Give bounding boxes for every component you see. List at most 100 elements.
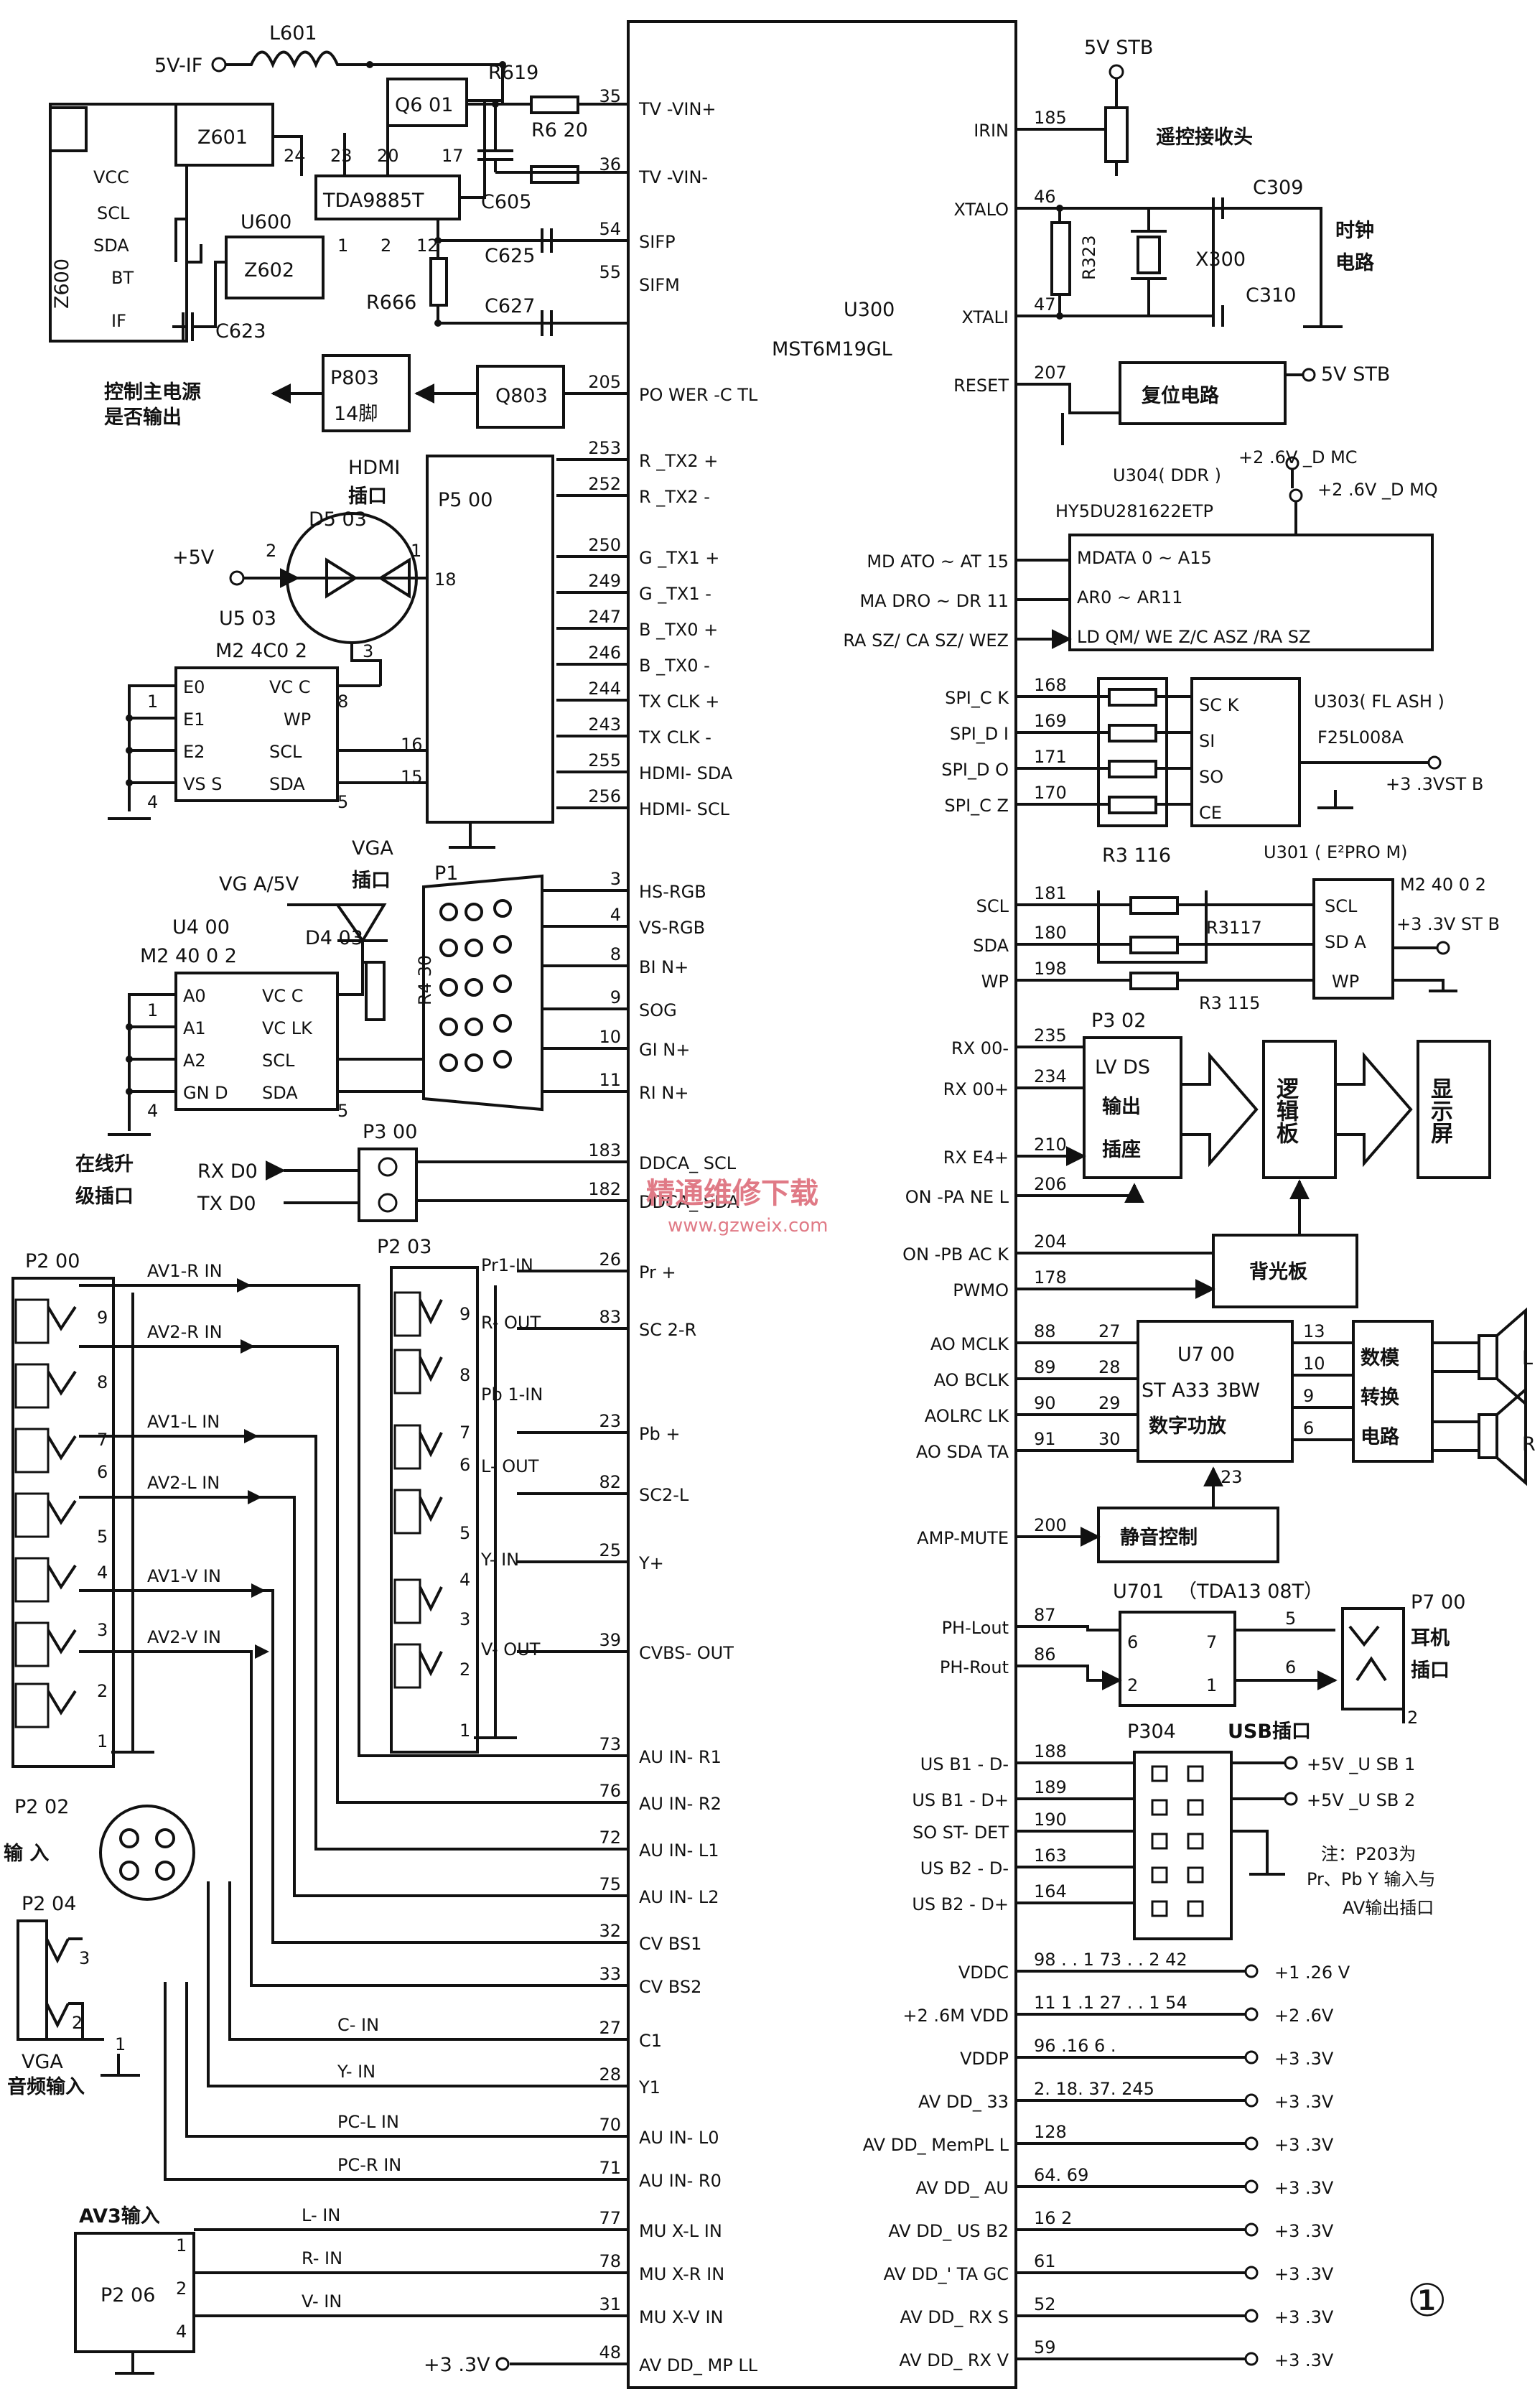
amp-pin-30: 30 (1098, 1429, 1121, 1449)
amp-part: ST A33 3BW (1142, 1379, 1260, 1402)
right-pin-name-11: SCL (976, 896, 1009, 916)
p202-svideo-connector (99, 1805, 195, 1901)
note-line-2: Pr、Pb Y 输入与 (1307, 1869, 1436, 1889)
backlight-ctrl (1016, 1252, 1213, 1289)
left-pin-num-78: 78 (599, 2251, 621, 2271)
right-pin-num-47: 47 (1034, 294, 1056, 315)
flash-chip (1190, 677, 1301, 827)
speaker-right-body (1478, 1413, 1498, 1459)
right-pin-num-88: 88 (1034, 1321, 1056, 1341)
p204-label: P2 04 (22, 1893, 76, 1915)
power-rail-6: +3 .3V (1274, 2221, 1334, 2241)
left-pin-num-10: 10 (599, 1027, 621, 1047)
power-pin-list-1: 11 1 .1 27 . . 1 54 (1034, 1993, 1187, 2013)
right-pin-name-7: SPI_C K (945, 688, 1009, 708)
c310-cap (1212, 305, 1224, 327)
lvds-label-1: LV DS (1095, 1056, 1150, 1079)
watermark-text: 精通维修下载 (646, 1177, 818, 1210)
z602-label: Z602 (244, 259, 294, 281)
z601-block (174, 103, 274, 167)
left-pin-name-72: AU IN- L1 (639, 1840, 719, 1861)
right-pin-name-25: PH-Lout (942, 1618, 1009, 1638)
left-pin-num-83: 83 (599, 1307, 621, 1327)
power-pin-name-8: AV DD_ RX S (900, 2307, 1009, 2327)
main-ic-part: MST6M19GL (772, 338, 892, 360)
r666 (429, 257, 448, 307)
speaker-l-label: L (1522, 1347, 1533, 1369)
ir-wires (1016, 78, 1118, 131)
clock-block: R323 X300 C309 C310 时钟 电路 (1016, 177, 1375, 328)
headphone-block: U701 （TDA13 08T） 6 7 2 1 5 6 2 P7 00 耳机 … (1016, 1581, 1465, 1728)
power-pin-list-5: 64. 69 (1034, 2165, 1088, 2185)
p200-pin-7: 7 (97, 1430, 108, 1450)
left-pin-num-249: 249 (588, 571, 621, 591)
r619 (530, 96, 579, 114)
hp-pin-2: 2 (1127, 1675, 1138, 1695)
upgrade-label-1: 在线升 (75, 1153, 134, 1176)
right-pin-name-17: ON -PA NE L (905, 1187, 1009, 1207)
d503-pin-18: 18 (434, 569, 457, 590)
jack-pin-2: 2 (1407, 1708, 1418, 1728)
inductor-l601 (225, 50, 504, 101)
jack-label-1: 耳机 (1411, 1627, 1450, 1649)
p203-signal-5: V- OUT (481, 1639, 541, 1659)
vga-connector-pins (439, 899, 512, 1072)
left-pin-num-54: 54 (599, 219, 621, 239)
ic-pin-12: 12 (416, 236, 439, 256)
rx-label: RX D0 (197, 1160, 258, 1183)
display-label: 显示屏 (1427, 1077, 1453, 1145)
left-pin-name-249: G _TX1 - (639, 584, 711, 604)
amp-pin-6: 6 (1303, 1418, 1314, 1438)
flash-part: F25L008A (1317, 727, 1404, 748)
inductor-label: L601 (269, 22, 317, 45)
amp-pin-23: 23 (1221, 1467, 1243, 1487)
u701-part: （TDA13 08T） (1177, 1581, 1323, 1603)
ic-pin-17: 17 (442, 146, 464, 166)
power-pin-list-2: 96 .16 6 . (1034, 2036, 1116, 2056)
right-pin-num-46: 46 (1034, 187, 1056, 207)
hdmi-conn-16: 15 (401, 767, 423, 787)
hdmi-conn-ground (449, 822, 495, 849)
vga-eeprom-label: M2 40 0 2 (140, 945, 237, 967)
power-rail-5: +3 .3V (1274, 2178, 1334, 2198)
right-pin-num-163: 163 (1034, 1845, 1067, 1866)
r620 (530, 165, 579, 184)
left-pin-num-77: 77 (599, 2208, 621, 2228)
power-pin-list-4: 128 (1034, 2122, 1067, 2142)
speaker-left-body (1478, 1334, 1498, 1380)
hdmi-eeprom-e2: E2 (183, 742, 205, 762)
hdmi-ddc-wires (337, 643, 427, 784)
hp-pin-1: 1 (1206, 1675, 1217, 1695)
vga-eeprom-vclk: VC LK (262, 1018, 313, 1038)
c309-label: C309 (1253, 177, 1303, 199)
right-pin-num-204: 204 (1034, 1232, 1067, 1252)
main-ic-body (627, 20, 1017, 2389)
avdd-mpll-rail: +3 .3V (424, 2354, 490, 2376)
ddr-chip (1068, 534, 1434, 651)
z600-pin-sda: SDA (93, 236, 129, 256)
c623-cap (172, 261, 226, 341)
lvds-arrow (1181, 1051, 1259, 1168)
dac-label-2: 转换 (1361, 1387, 1400, 1409)
p300-label: P3 00 (363, 1121, 417, 1143)
right-pin-name-9: SPI_D O (941, 760, 1009, 780)
eeprom-chip (1312, 878, 1394, 1000)
vga-connector-p1 (422, 874, 543, 1112)
left-pin-num-48: 48 (599, 2342, 621, 2363)
p302-label: P3 02 (1091, 1010, 1146, 1032)
amp-ref: U7 00 (1177, 1344, 1235, 1366)
vga-block: VGA 插口 VG A/5V D4 03 R4 30 P1 U4 00 M2 4… (108, 837, 628, 1136)
right-pin-name-31: US B2 - D+ (912, 1894, 1009, 1914)
d503-diodes (298, 557, 411, 599)
upgrade-port-block: 在线升 级插口 RX D0 TX D0 P3 00 (75, 1121, 628, 1222)
ic-pin-23: 23 (330, 146, 353, 166)
eeprom-block: U301 ( E²PRO M) M2 40 0 2 SCL SD A WP +3… (1016, 842, 1500, 1013)
x300-crystal (1137, 236, 1161, 274)
usb-block: P304 USB插口 +5V _U SB 1 +5V _U SB 2 (1016, 1721, 1415, 1940)
left-pin-name-27: C1 (639, 2031, 662, 2051)
p803-block (322, 354, 411, 432)
left-pin-name-243: TX CLK - (638, 727, 711, 748)
figure-number: ① (1407, 2274, 1447, 2327)
